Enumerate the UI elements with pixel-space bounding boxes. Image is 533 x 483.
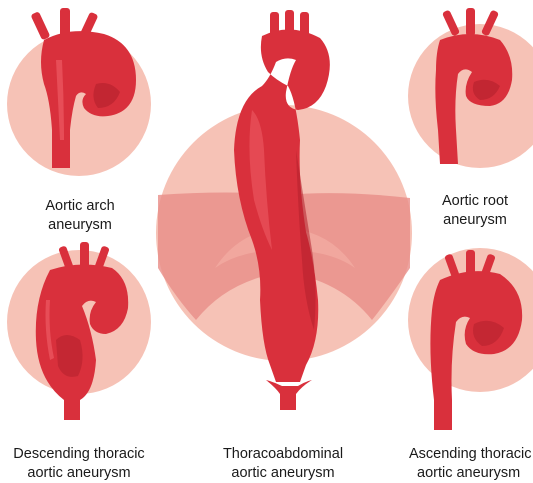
aortic-arch-branch-vessel — [30, 11, 50, 40]
aortic-root-branch-vessel — [442, 10, 460, 37]
caption-ascending-thoracic: Ascending thoracic aortic aneurysm — [409, 445, 533, 483]
caption-aortic-arch: Aortic arch aneurysm — [30, 197, 130, 235]
aortic-root-branch-vessel — [466, 8, 475, 36]
caption-thoracoabdominal: Thoracoabdominal aortic aneurysm — [212, 445, 354, 483]
caption-descending-thoracic: Descending thoracic aortic aneurysm — [4, 445, 154, 483]
caption-thoracoabdominal-line2: aortic aneurysm — [212, 464, 354, 483]
caption-aortic-root: Aortic root aneurysm — [425, 192, 525, 230]
caption-descending-thoracic-line2: aortic aneurysm — [4, 464, 154, 483]
caption-ascending-thoracic-line1: Ascending thoracic — [409, 445, 533, 464]
descending-thoracic-illustration — [7, 242, 151, 420]
aortic-root-illustration — [408, 8, 533, 168]
caption-aortic-arch-line1: Aortic arch — [30, 197, 130, 216]
caption-thoracoabdominal-line1: Thoracoabdominal — [212, 445, 354, 464]
thoracoabdominal-iliac-stem — [281, 392, 295, 410]
caption-aortic-arch-line2: aneurysm — [30, 216, 130, 235]
caption-descending-thoracic-line1: Descending thoracic — [4, 445, 154, 464]
thoracoabdominal-illustration — [156, 10, 412, 410]
caption-ascending-thoracic-line2: aortic aneurysm — [409, 464, 533, 483]
ascending-thoracic-illustration — [408, 248, 533, 430]
aortic-arch-illustration — [7, 8, 151, 176]
caption-aortic-root-line2: aneurysm — [425, 211, 525, 230]
caption-aortic-root-line1: Aortic root — [425, 192, 525, 211]
